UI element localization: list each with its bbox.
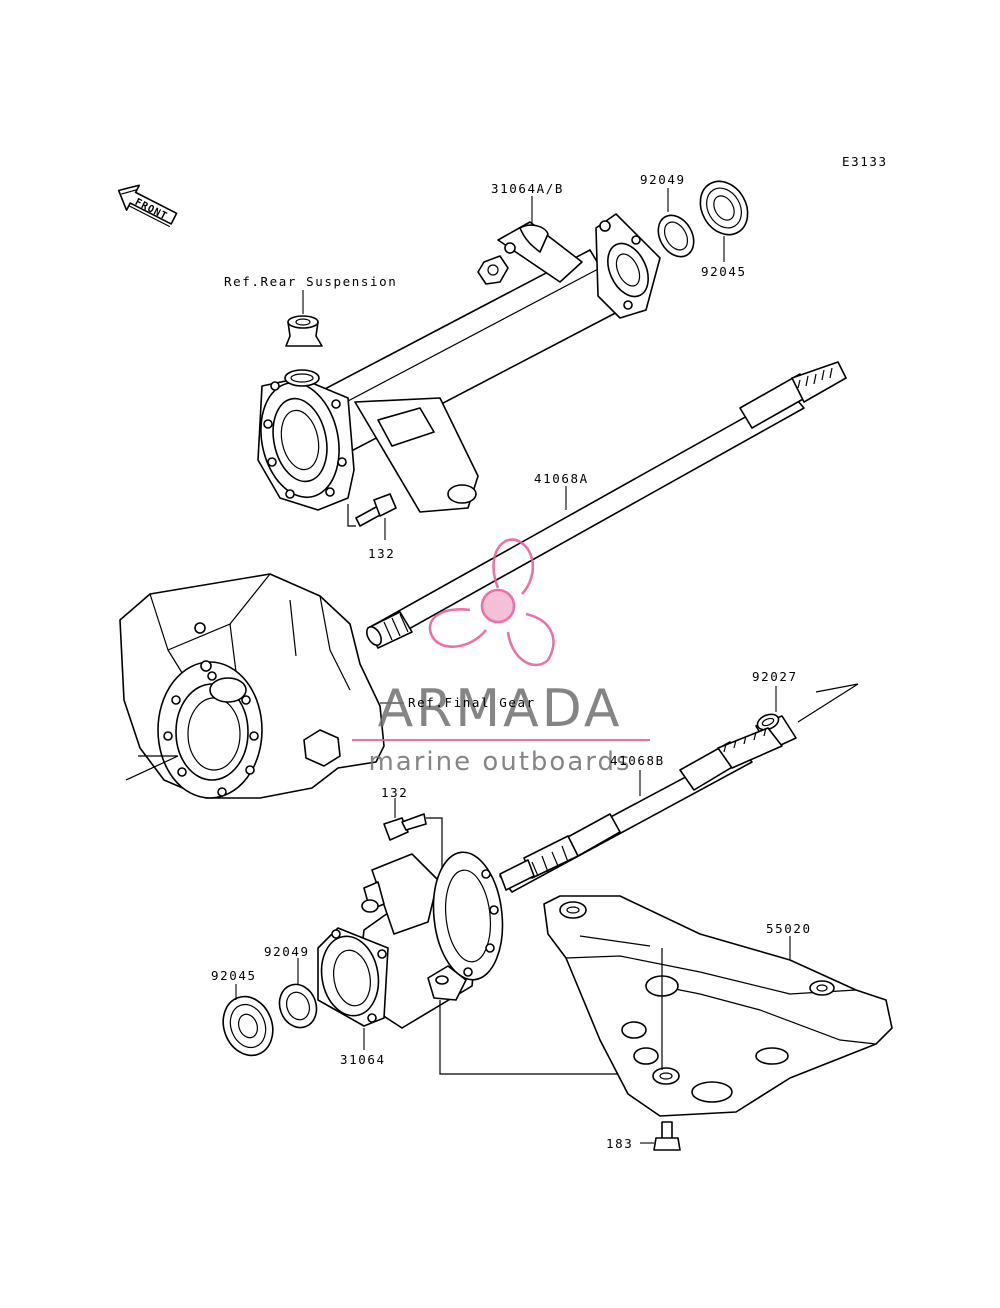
drive-shaft-41068b bbox=[499, 727, 783, 893]
axle-housing-upper bbox=[257, 213, 661, 513]
final-gear-case bbox=[119, 573, 404, 799]
axle-housing-lower bbox=[317, 851, 662, 1075]
label-92045-top: 92045 bbox=[701, 264, 747, 279]
screw-183 bbox=[640, 1121, 681, 1151]
bearing-lower bbox=[222, 984, 274, 1057]
bolt-132-lower bbox=[383, 798, 443, 876]
oil-seal-upper bbox=[657, 188, 695, 258]
bolt-132-upper bbox=[347, 493, 397, 540]
armada-watermark: ARMADA marine outboards bbox=[352, 538, 650, 777]
bearing-upper bbox=[699, 180, 749, 262]
label-ref-final-gear: Ref.Final Gear bbox=[408, 695, 536, 710]
skid-plate-55020 bbox=[543, 895, 893, 1117]
drive-shaft-41068a bbox=[365, 361, 847, 649]
label-92049-bottom: 92049 bbox=[264, 944, 310, 959]
watermark-tagline: marine outboards bbox=[368, 747, 631, 777]
label-ref-rear-suspension: Ref.Rear Suspension bbox=[224, 274, 397, 289]
oil-seal-lower bbox=[278, 958, 318, 1029]
propeller-logo-icon bbox=[428, 538, 555, 667]
label-31064: 31064 bbox=[340, 1052, 386, 1067]
label-31064ab: 31064A/B bbox=[491, 181, 564, 196]
label-92045-bottom: 92045 bbox=[211, 968, 257, 983]
diagram-code: E3133 bbox=[842, 154, 888, 169]
label-92027: 92027 bbox=[752, 669, 798, 684]
label-92049-top: 92049 bbox=[640, 172, 686, 187]
label-41068a: 41068A bbox=[534, 471, 589, 486]
label-55020: 55020 bbox=[766, 921, 812, 936]
suspension-bushing bbox=[285, 290, 323, 347]
front-arrow-icon: FRONT bbox=[117, 184, 178, 228]
watermark-brand: ARMADA bbox=[378, 679, 623, 739]
label-41068b: 41068B bbox=[610, 753, 665, 768]
label-132-top: 132 bbox=[368, 546, 395, 561]
label-132-bottom: 132 bbox=[381, 785, 408, 800]
label-183: 183 bbox=[606, 1136, 633, 1151]
